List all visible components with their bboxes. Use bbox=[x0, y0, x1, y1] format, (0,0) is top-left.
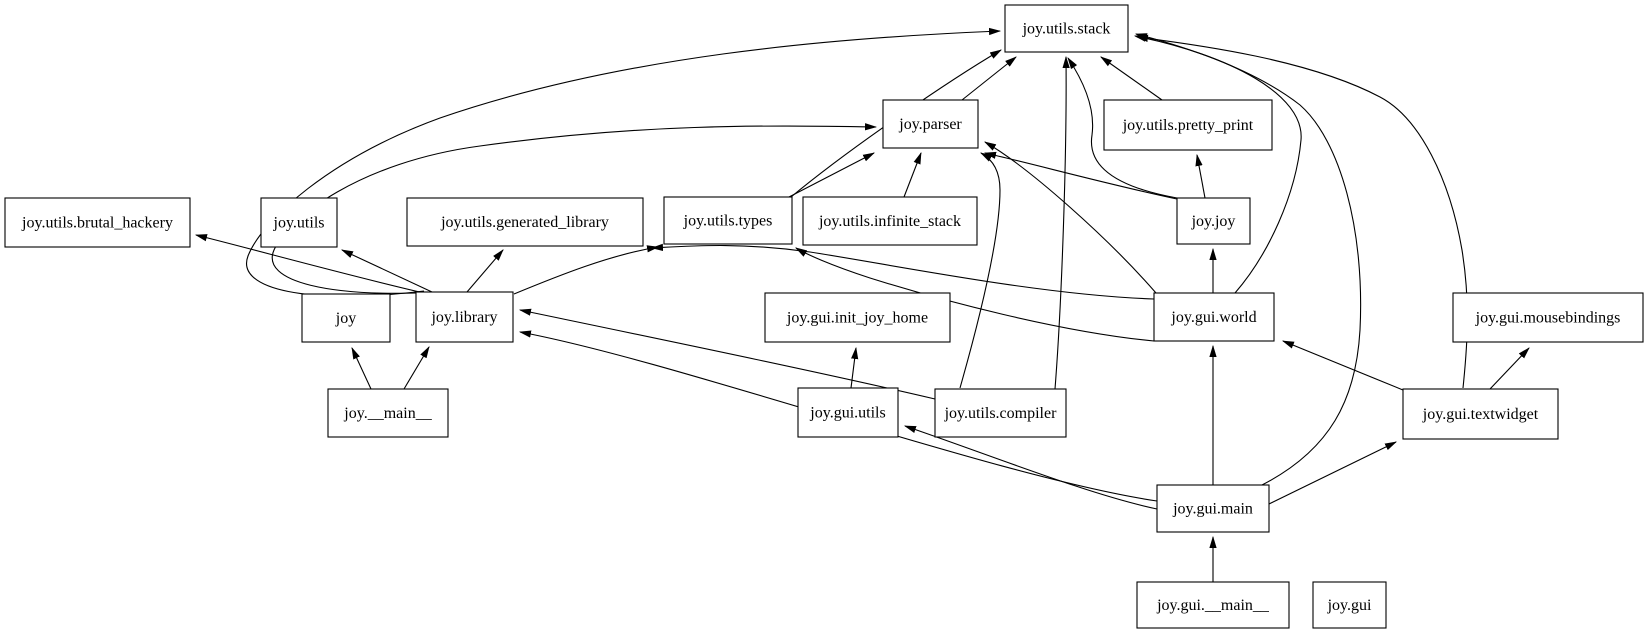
node-label-joy-utils-pretty-print: joy.utils.pretty_print bbox=[1122, 117, 1254, 134]
node-label-joy-gui-utils: joy.gui.utils bbox=[809, 405, 885, 422]
node-label-joy-gui-textwidget: joy.gui.textwidget bbox=[1422, 406, 1539, 423]
node-box-joy-gui-world bbox=[1153, 292, 1275, 342]
node-label-joy-main: joy.__main__ bbox=[343, 405, 432, 422]
edge-joy-utils-compiler-to-joy-parser bbox=[959, 152, 1001, 389]
node-joy-utils-brutal-hackery: joy.utils.brutal_hackery bbox=[4, 197, 191, 248]
edge-joy-library-to-joy-utils bbox=[341, 249, 433, 293]
node-joy-gui-main-dunder: joy.gui.__main__ bbox=[1136, 581, 1290, 629]
node-box-joy-library bbox=[415, 291, 514, 343]
node-label-joy-utils-infinite-stack: joy.utils.infinite_stack bbox=[818, 213, 961, 230]
node-joy-gui-init-joy-home: joy.gui.init_joy_home bbox=[764, 292, 951, 343]
node-label-joy-parser: joy.parser bbox=[898, 116, 962, 133]
node-label-joy-joy: joy.joy bbox=[1191, 213, 1236, 230]
node-box-joy-gui-init-joy-home bbox=[764, 292, 951, 343]
node-box-joy-gui-main-dunder bbox=[1136, 581, 1290, 629]
node-joy-parser: joy.parser bbox=[882, 99, 979, 149]
node-label-joy-gui-init-joy-home: joy.gui.init_joy_home bbox=[786, 310, 928, 327]
node-joy-utils-compiler: joy.utils.compiler bbox=[934, 388, 1067, 438]
node-joy-utils-infinite-stack: joy.utils.infinite_stack bbox=[802, 196, 978, 246]
edge-joy-gui-world-to-joy-utils-stack bbox=[1133, 34, 1302, 294]
node-label-joy-gui-main-dunder: joy.gui.__main__ bbox=[1156, 597, 1270, 614]
edge-joy-gui-world-to-joy-utils-types bbox=[795, 247, 1155, 342]
edge-joy-main-to-joy bbox=[351, 347, 372, 390]
edge-joy-joy-to-joy-utils-stack bbox=[1067, 57, 1178, 199]
node-joy-main: joy.__main__ bbox=[327, 388, 449, 438]
edge-joy-gui-utils-to-joy-gui-init-joy-home bbox=[850, 346, 859, 389]
node-label-joy-utils-generated-library: joy.utils.generated_library bbox=[440, 214, 609, 231]
edge-joy-library-to-joy-parser bbox=[271, 123, 878, 294]
node-label-joy-gui: joy.gui bbox=[1327, 597, 1372, 614]
node-label-joy-utils-compiler: joy.utils.compiler bbox=[944, 405, 1058, 422]
edge-joy-library-to-joy-utils-stack bbox=[246, 27, 1002, 297]
edge-joy-library-to-joy-utils-generated-library bbox=[466, 249, 504, 293]
node-joy-gui-world: joy.gui.world bbox=[1153, 292, 1275, 342]
edge-joy-gui-world-to-joy-utils-generated-library bbox=[650, 243, 1155, 300]
edge-joy-gui-main-to-joy-utils-stack bbox=[1134, 33, 1362, 486]
edge-joy-library-to-joy-utils-brutal-hackery bbox=[194, 234, 425, 294]
node-label-joy-utils-brutal-hackery: joy.utils.brutal_hackery bbox=[21, 215, 173, 232]
node-label-joy-utils-stack: joy.utils.stack bbox=[1022, 21, 1111, 38]
edge-joy-utils-infinite-stack-to-joy-parser bbox=[903, 151, 922, 198]
node-joy-utils-stack: joy.utils.stack bbox=[1004, 4, 1129, 53]
edge-joy-gui-textwidget-to-joy-gui-mousebindings bbox=[1489, 347, 1530, 390]
node-joy-joy: joy.joy bbox=[1176, 197, 1251, 245]
node-box-joy-utils-brutal-hackery bbox=[4, 197, 191, 248]
node-box-joy-utils-types bbox=[663, 196, 793, 245]
node-box-joy bbox=[301, 293, 391, 343]
edge-joy-gui-textwidget-to-joy-gui-world bbox=[1281, 340, 1404, 391]
edge-joy-utils-types-to-joy-parser bbox=[788, 152, 875, 198]
edge-joy-gui-world-to-joy-parser bbox=[984, 141, 1157, 294]
node-label-joy-gui-world: joy.gui.world bbox=[1170, 309, 1256, 326]
edge-joy-utils-pretty-print-to-joy-utils-stack bbox=[1100, 56, 1163, 101]
node-layer: joy.utils.brutal_hackery joy.utils joy.uti… bbox=[4, 4, 1644, 629]
node-joy-utils-types: joy.utils.types bbox=[663, 196, 793, 245]
edge-joy-gui-main-to-joy-gui-utils bbox=[903, 425, 1158, 510]
node-box-joy-gui-textwidget bbox=[1402, 388, 1559, 440]
node-label-joy: joy bbox=[335, 310, 356, 327]
edge-joy-library-to-joy-utils-types bbox=[513, 245, 660, 295]
node-joy-gui-mousebindings: joy.gui.mousebindings bbox=[1452, 292, 1644, 343]
node-joy: joy bbox=[301, 293, 391, 343]
node-label-joy-gui-main: joy.gui.main bbox=[1172, 501, 1253, 518]
node-label-joy-utils: joy.utils bbox=[273, 215, 325, 232]
node-joy-utils-pretty-print: joy.utils.pretty_print bbox=[1103, 99, 1273, 151]
node-box-joy-joy bbox=[1176, 197, 1251, 245]
node-box-joy-gui bbox=[1312, 581, 1387, 629]
edge-joy-parser-to-joy-utils-stack bbox=[961, 56, 1017, 101]
node-label-joy-utils-types: joy.utils.types bbox=[683, 213, 773, 230]
node-box-joy-parser bbox=[882, 99, 979, 149]
node-box-joy-gui-mousebindings bbox=[1452, 292, 1644, 343]
node-box-joy-gui-main bbox=[1156, 484, 1270, 533]
node-joy-utils-generated-library: joy.utils.generated_library bbox=[406, 197, 644, 247]
node-box-joy-utils-compiler bbox=[934, 388, 1067, 438]
node-joy-gui-textwidget: joy.gui.textwidget bbox=[1402, 388, 1559, 440]
edge-layer bbox=[194, 27, 1530, 582]
node-box-joy-utils bbox=[260, 197, 338, 248]
edge-joy-utils-compiler-to-joy-utils-stack bbox=[1054, 55, 1070, 390]
node-box-joy-gui-utils bbox=[797, 387, 899, 438]
node-joy-gui-main: joy.gui.main bbox=[1156, 484, 1270, 533]
edge-joy-joy-to-joy-utils-pretty-print bbox=[1195, 153, 1206, 199]
node-box-joy-main bbox=[327, 388, 449, 438]
node-box-joy-utils-generated-library bbox=[406, 197, 644, 247]
edge-joy-gui-main-to-joy-gui-textwidget bbox=[1268, 441, 1397, 505]
node-box-joy-utils-stack bbox=[1004, 4, 1129, 53]
node-box-joy-utils-pretty-print bbox=[1103, 99, 1273, 151]
node-box-joy-utils-infinite-stack bbox=[802, 196, 978, 246]
node-label-joy-library: joy.library bbox=[430, 309, 497, 326]
node-label-joy-gui-mousebindings: joy.gui.mousebindings bbox=[1475, 310, 1621, 327]
node-joy-gui: joy.gui bbox=[1312, 581, 1387, 629]
node-joy-gui-utils: joy.gui.utils bbox=[797, 387, 899, 438]
node-joy-library: joy.library bbox=[415, 291, 514, 343]
edge-joy-joy-to-joy-parser bbox=[983, 151, 1178, 200]
node-joy-utils: joy.utils bbox=[260, 197, 338, 248]
edge-joy-main-to-joy-library bbox=[403, 346, 430, 390]
